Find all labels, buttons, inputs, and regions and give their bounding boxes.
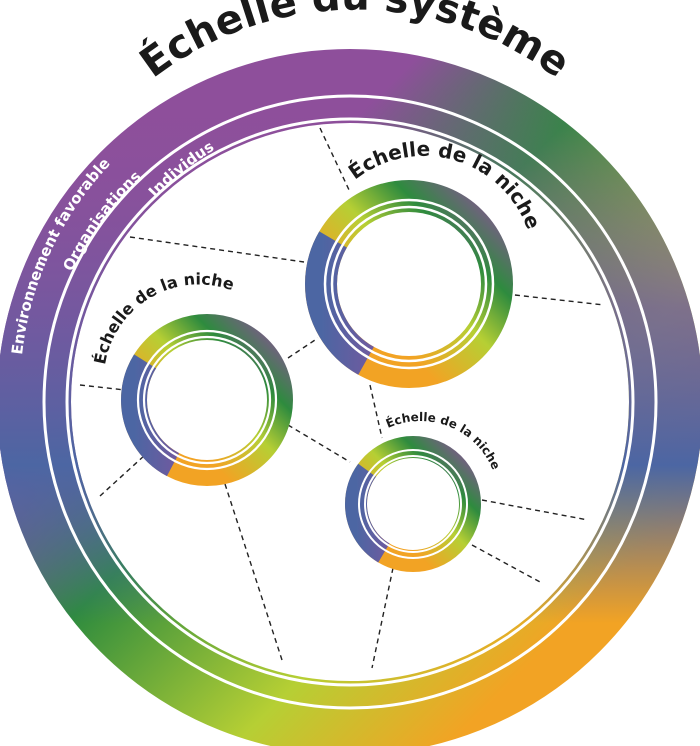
connector-line xyxy=(79,384,126,391)
connector-line xyxy=(319,127,351,193)
niche-ring-large xyxy=(305,180,513,388)
system-ring xyxy=(0,49,700,746)
connector-lines xyxy=(79,127,605,669)
niche-ring-medium xyxy=(121,314,293,486)
connector-line xyxy=(224,483,283,661)
connector-line xyxy=(471,544,541,583)
connector-line xyxy=(371,567,394,669)
niche-ring-small xyxy=(345,436,481,572)
connector-line xyxy=(287,337,319,359)
connector-line xyxy=(481,499,589,521)
connector-line xyxy=(287,424,351,463)
connector-line xyxy=(129,236,305,263)
connector-line xyxy=(99,454,146,497)
connector-line xyxy=(505,293,605,306)
connector-line xyxy=(369,384,383,439)
